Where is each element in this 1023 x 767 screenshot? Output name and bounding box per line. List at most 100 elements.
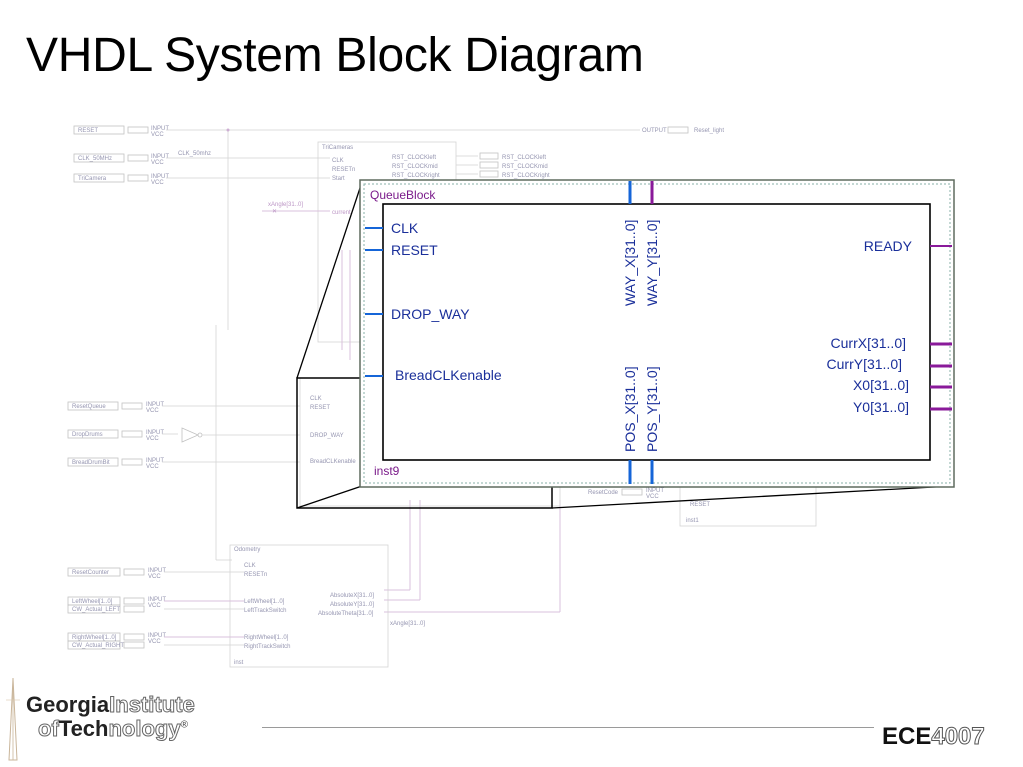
course-number: 4007 xyxy=(931,723,985,751)
zoom-line xyxy=(296,485,363,509)
odometry-port: RightWheel[1..0] xyxy=(244,635,289,641)
ece-course-logo: ECE4007 xyxy=(882,722,985,752)
pin-tag: INPUT xyxy=(148,633,166,639)
wordmark-institute: Institute xyxy=(109,692,196,717)
pin-tag: INPUT xyxy=(151,174,169,180)
queue-shadow-port: CLK xyxy=(310,396,322,402)
pin-tag-sub: VCC xyxy=(151,160,164,166)
tricameras-port: CLK xyxy=(332,158,344,164)
odo-pin-label: CW_Actual_LEFT xyxy=(72,607,120,613)
pin-tag-sub: VCC xyxy=(148,639,161,645)
top-port-way-x: WAY_X[31..0] xyxy=(622,220,638,306)
odometry-name: Odometry xyxy=(234,547,260,553)
odometry-port: CLK xyxy=(244,563,256,569)
odo-pin-label: CW_Actual_RIGHT xyxy=(72,643,124,649)
pin-label: CLK_50MHz xyxy=(78,156,112,162)
wordmark-georgia: Georgia xyxy=(26,692,110,717)
pin-tricamera xyxy=(73,173,125,183)
georgia-tech-wordmark: GeorgiaInstitute ofTechnology® xyxy=(26,692,196,741)
pin-reset xyxy=(73,125,125,135)
bottom-port-pos-y: POS_Y[31..0] xyxy=(644,366,660,452)
tricameras-output: RST_CLOCKmid xyxy=(392,164,438,170)
footer-rule xyxy=(262,727,874,728)
zoom-line xyxy=(551,485,953,509)
queue-shadow-port: BreadCLKenable xyxy=(310,459,356,465)
pin-tag: INPUT xyxy=(151,154,169,160)
output-port-currx: CurrX[31..0] xyxy=(831,335,906,351)
not-gate xyxy=(181,427,199,443)
pin-label: RESET xyxy=(78,128,98,134)
tricameras-name: TriCameras xyxy=(322,145,353,151)
pin-clk xyxy=(73,153,125,163)
queue-shadow-port: DROP_WAY xyxy=(310,433,344,439)
odometry-port: LeftWheel[1..0] xyxy=(244,599,285,605)
output-port-ready: READY xyxy=(864,238,913,254)
pin-tag-sub: VCC xyxy=(148,574,161,580)
zoom-panel xyxy=(359,179,955,488)
right-pin-label: ResetCode xyxy=(588,490,619,496)
odometry-port: LeftTrackSwitch xyxy=(244,608,286,614)
slide-title: VHDL System Block Diagram xyxy=(26,29,644,82)
pin-tag: INPUT xyxy=(148,568,166,574)
odometry-block xyxy=(229,544,389,668)
wordmark-tech: Tech xyxy=(58,716,109,741)
wire-cross: ✕ xyxy=(272,209,277,215)
right-block-port: RESET xyxy=(690,502,710,508)
course-prefix: ECE xyxy=(882,723,932,750)
zoom-block-name: QueueBlock xyxy=(370,188,436,202)
background-schematic: RESET INPUT VCC CLK_50MHz INPUT VCC TriC… xyxy=(67,125,817,668)
output-port-y0: Y0[31..0] xyxy=(853,399,909,415)
camera-output-pin: RST_CLOCKleft xyxy=(502,155,546,161)
zoom-line xyxy=(296,181,363,379)
pin-tag-sub: VCC xyxy=(146,436,159,442)
pin-label: TriCamera xyxy=(78,176,107,182)
pin-tag-sub: VCC xyxy=(146,408,159,414)
left-pin-label: BreadDrumBit xyxy=(72,460,110,466)
pin-tag-sub: VCC xyxy=(646,494,659,500)
pin-tag: INPUT xyxy=(151,126,169,132)
camera-output-pin: RST_CLOCKright xyxy=(502,173,550,179)
output-port-x0: X0[31..0] xyxy=(853,377,909,393)
tricameras-output: RST_CLOCKleft xyxy=(392,155,436,161)
top-port-way-y: WAY_Y[31..0] xyxy=(644,220,660,306)
pin-tag-sub: VCC xyxy=(151,132,164,138)
left-pin-label: DropDrums xyxy=(72,432,103,438)
pin-tag: INPUT xyxy=(146,458,164,464)
odometry-output: AbsoluteX[31..0] xyxy=(330,593,374,599)
wordmark-of: of xyxy=(38,716,60,741)
output-port-curry: CurrY[31..0] xyxy=(827,356,902,372)
wordmark-nology: nology xyxy=(108,716,181,741)
tricameras-port: Start xyxy=(332,176,345,182)
out-tag: OUTPUT xyxy=(642,128,667,134)
input-port-drop-way: DROP_WAY xyxy=(391,306,470,322)
output-pin-label: Reset_light xyxy=(694,128,724,134)
odo-pin-label: LeftWheel[1..0] xyxy=(72,599,113,605)
pin-tag: INPUT xyxy=(146,402,164,408)
pin-tag: INPUT xyxy=(148,597,166,603)
odometry-instance: inst xyxy=(234,660,244,666)
pin-tag: INPUT xyxy=(146,430,164,436)
right-block-instance: inst1 xyxy=(686,518,699,524)
clk-wire-label: CLK_50mhz xyxy=(178,151,211,157)
left-pin-label: ResetQueue xyxy=(72,404,106,410)
zoom-callout: QueueBlock inst9 CLK RESET DROP_WAY Brea… xyxy=(296,179,955,509)
pin-tag-sub: VCC xyxy=(151,180,164,186)
xangle-wire-label: xAngle[31..0] xyxy=(268,202,303,208)
input-port-clk: CLK xyxy=(391,220,419,236)
odometry-port: RESETn xyxy=(244,572,267,578)
tricameras-port: RESETn xyxy=(332,167,355,173)
queueblock-symbol xyxy=(382,203,931,461)
wordmark-trademark: ® xyxy=(180,719,188,731)
odometry-output: AbsoluteY[31..0] xyxy=(330,602,374,608)
odometry-port: RightTrackSwitch xyxy=(244,644,290,650)
tricameras-port-current: current xyxy=(332,210,351,216)
input-port-breadclkenable: BreadCLKenable xyxy=(395,367,502,383)
tricameras-output: RST_CLOCKright xyxy=(392,173,440,179)
queue-shadow-port: RESET xyxy=(310,405,330,411)
odometry-output: AbsoluteTheta[31..0] xyxy=(318,611,374,617)
odometry-out-label: xAngle[31..0] xyxy=(390,621,425,627)
pin-tag: INPUT xyxy=(646,488,664,494)
gt-tower-logo xyxy=(6,677,20,761)
pin-tag-sub: VCC xyxy=(148,603,161,609)
